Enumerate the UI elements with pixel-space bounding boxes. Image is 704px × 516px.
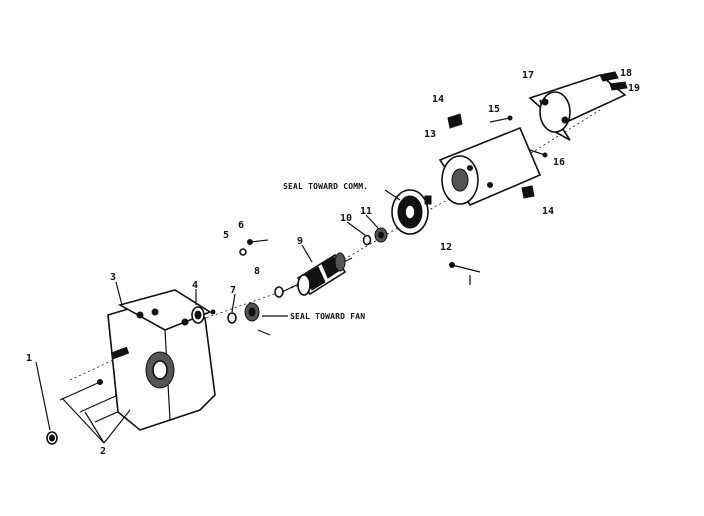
part-5-6-pins — [239, 239, 269, 256]
callout-14-top: 14 — [432, 94, 444, 105]
callout-8: 8 — [254, 266, 260, 277]
part-16-screw — [529, 149, 548, 158]
callout-11: 11 — [360, 206, 372, 217]
callout-13: 13 — [424, 129, 436, 140]
part-14-brush-cap-top — [447, 113, 463, 129]
part-9-armature — [281, 252, 353, 296]
brush-holder-ring — [391, 189, 432, 235]
part-14-brush-cap-bottom — [521, 185, 535, 199]
part-13-motor-housing — [438, 126, 542, 206]
part-12-screw — [449, 262, 481, 273]
seal-toward-comm-label: SEAL TOWARD COMM. — [283, 182, 368, 191]
part-10-11-bearing — [362, 227, 388, 246]
part-8-washer — [274, 286, 284, 298]
callout-4: 4 — [192, 280, 198, 291]
leader-lines — [35, 189, 471, 444]
callout-16: 16 — [553, 157, 565, 168]
callout-1: 1 — [26, 353, 32, 364]
part-7-seal — [227, 302, 271, 336]
callout-19: 19 — [628, 83, 640, 94]
callout-14-bottom: 14 — [542, 206, 554, 217]
callout-18: 18 — [620, 68, 632, 79]
callout-2: 2 — [100, 446, 106, 457]
part-4-bearing — [191, 306, 216, 324]
callout-12: 12 — [440, 242, 452, 253]
seal-toward-fan-label: SEAL TOWARD FAN — [290, 312, 365, 321]
part-18-19-cord-tabs — [599, 71, 628, 91]
callout-3: 3 — [110, 272, 116, 283]
part-17-end-bell — [528, 74, 627, 141]
callout-17: 17 — [522, 70, 534, 81]
callout-labels: 1 2 3 4 5 6 7 8 9 10 11 12 13 14 15 16 1… — [26, 68, 640, 457]
callout-9: 9 — [297, 236, 303, 247]
callout-7: 7 — [230, 285, 236, 296]
part-1-cap — [46, 431, 58, 445]
part-15-screw — [489, 115, 513, 123]
part-3-fan-housing — [107, 289, 216, 431]
callout-6: 6 — [238, 220, 244, 231]
callout-10: 10 — [340, 213, 352, 224]
callout-15: 15 — [488, 104, 500, 115]
callout-5: 5 — [223, 230, 229, 241]
